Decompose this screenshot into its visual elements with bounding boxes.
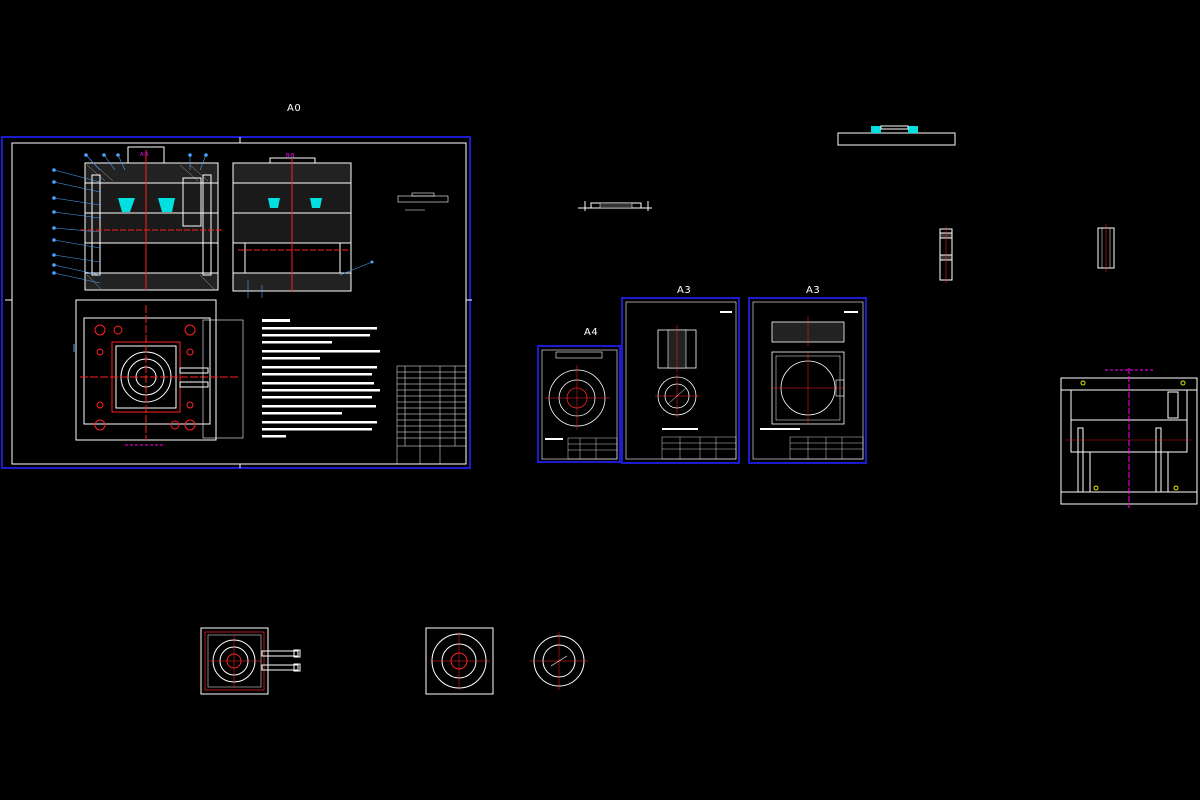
- sheet-a0: A-A: [1, 136, 472, 469]
- core-plate-plan: [425, 627, 494, 695]
- mold-elevation-right: [1060, 368, 1198, 508]
- title-block: [396, 365, 467, 465]
- assembly-front-section: A-A: [80, 146, 222, 291]
- round-insert-plan: [530, 632, 588, 690]
- top-flat-part: [837, 125, 956, 146]
- pin-part-1: [939, 226, 953, 283]
- svg-text:B-B: B-B: [286, 153, 295, 159]
- assembly-side-section: B-B: [232, 153, 374, 298]
- detail-sketch: [397, 192, 449, 211]
- leader-lines: [52, 153, 208, 284]
- sheet-label-a3-right: A3: [806, 285, 821, 296]
- cavity-plate-plan: [200, 627, 301, 695]
- pin-part-2: [1097, 224, 1115, 272]
- assembly-plan-view: [73, 299, 244, 446]
- svg-text:A-A: A-A: [140, 152, 149, 158]
- sheet-a3-plate: [748, 297, 867, 464]
- technical-notes: [262, 319, 380, 438]
- plate-section-small: [578, 201, 652, 211]
- sheet-label-a0: A0: [287, 103, 302, 114]
- sheet-a3-part: [621, 297, 740, 464]
- sheet-a4: [537, 345, 621, 463]
- sheet-label-a4: A4: [584, 327, 599, 338]
- sheet-label-a3-left: A3: [677, 285, 692, 296]
